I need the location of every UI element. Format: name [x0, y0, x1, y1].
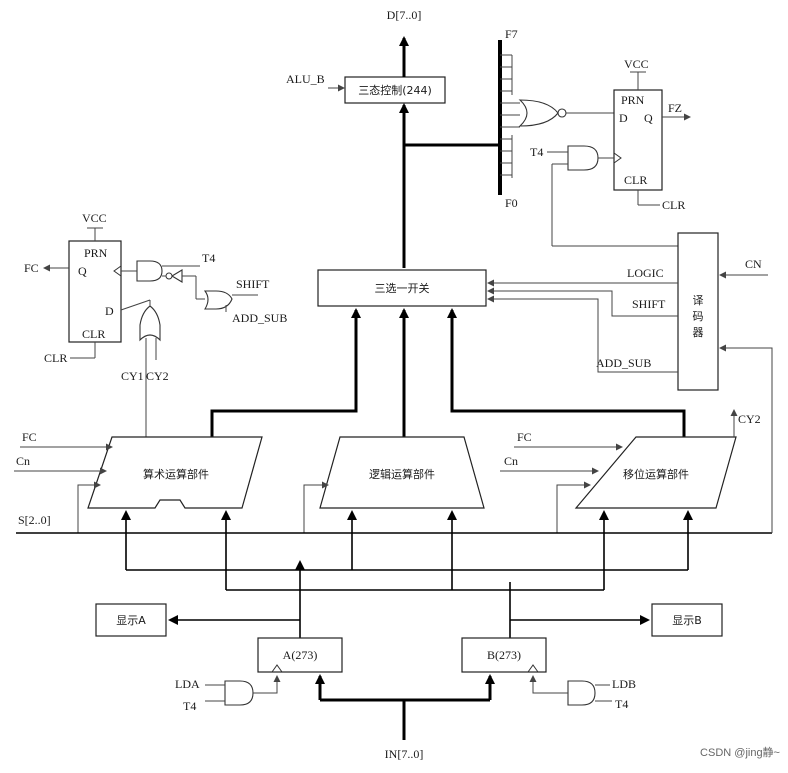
operand-distribution [121, 510, 693, 638]
t4-left-label: T4 [202, 251, 215, 265]
display-a-label: 显示A [116, 614, 146, 627]
prn-left-label: PRN [84, 246, 108, 260]
clr-left-box-label: CLR [82, 327, 105, 341]
or-gate-carry [139, 305, 161, 342]
cn-in-c-label: Cn [504, 454, 518, 468]
svg-text:码: 码 [693, 310, 704, 323]
and-gate-ldb [567, 680, 596, 706]
nor-gate [518, 99, 559, 127]
arith-unit-label: 算术运算部件 [143, 467, 209, 481]
mux-block: 三选一开关 [317, 269, 487, 307]
t4-a-label: T4 [183, 699, 196, 713]
fc-out-label: FC [24, 261, 39, 275]
cy2-left-label: CY2 [146, 369, 169, 383]
watermark: CSDN @jing静~ [700, 745, 780, 759]
fz-label: FZ [668, 101, 682, 115]
s-bus-label: S[2..0] [18, 513, 51, 527]
lda-label: LDA [175, 677, 200, 691]
q-left-label: Q [78, 264, 87, 278]
shift-right-label: SHIFT [632, 297, 666, 311]
t4-top-label: T4 [530, 145, 543, 159]
arith-unit-block [87, 436, 263, 509]
alu-b-label: ALU_B [286, 72, 325, 86]
flag-bit-bus [498, 40, 520, 195]
carry-flag-flipflop: PRN Q D CLR [68, 240, 122, 343]
shift-unit-block [574, 436, 737, 509]
d-right-label: D [619, 111, 628, 125]
ldb-label: LDB [612, 677, 636, 691]
and-gate-lda [224, 680, 254, 706]
vcc-right-label: VCC [624, 57, 649, 71]
logic-label: LOGIC [627, 266, 664, 280]
display-b-block: 显示B [651, 603, 723, 637]
cy1-label: CY1 [121, 369, 144, 383]
add-sub-wire [487, 295, 678, 373]
nor-bubble [557, 108, 567, 118]
svg-text:译: 译 [693, 294, 704, 307]
svg-text:器: 器 [693, 326, 704, 339]
cn-in-a-label: Cn [16, 454, 30, 468]
register-b-block: B(273) [461, 637, 547, 673]
clr-left-in-label: CLR [44, 351, 67, 365]
fc-in-a-label: FC [22, 430, 37, 444]
shift-unit-label: 移位运算部件 [623, 467, 689, 481]
and-gate-carry-clock [136, 260, 163, 282]
add-sub-left-label: ADD_SUB [232, 311, 287, 325]
display-a-block: 显示A [95, 603, 167, 637]
cn-label: CN [745, 257, 762, 271]
inverter [170, 269, 183, 283]
display-b-label: 显示B [672, 614, 702, 627]
fc-in-c-label: FC [517, 430, 532, 444]
q-right-label: Q [644, 111, 653, 125]
d-left-label: D [105, 304, 114, 318]
register-a-label: A(273) [283, 648, 318, 662]
decoder-block: 译 码 器 [677, 232, 719, 391]
tristate-label: 三态控制(244) [358, 83, 432, 97]
shift-wire [487, 287, 678, 317]
mux-label: 三选一开关 [375, 281, 430, 295]
register-a-block: A(273) [257, 637, 343, 673]
clr-right-in-label: CLR [662, 198, 685, 212]
register-b-label: B(273) [487, 648, 521, 662]
clr-right-box-label: CLR [624, 173, 647, 187]
cy2-right-label: CY2 [738, 412, 761, 426]
t4-b-label: T4 [615, 697, 628, 711]
or-gate-shift-addsub [203, 290, 233, 310]
arith-to-mux-bus [210, 308, 361, 437]
and-gate-zero-clock [567, 145, 599, 171]
shift-to-mux-bus [447, 308, 686, 437]
d-bus-label: D[7..0] [387, 8, 422, 22]
in-bus-label: IN[7..0] [385, 747, 424, 761]
f7-label: F7 [505, 27, 518, 41]
zero-flag-flipflop: PRN D Q CLR [613, 89, 663, 191]
s-to-decoder-wire [719, 344, 773, 533]
shift-left-label: SHIFT [236, 277, 270, 291]
f0-label: F0 [505, 196, 518, 210]
tristate-block: 三态控制(244) [344, 76, 446, 104]
vcc-left-label: VCC [82, 211, 107, 225]
prn-right-label: PRN [621, 93, 645, 107]
add-sub-right-label: ADD_SUB [596, 356, 651, 370]
logic-unit-label: 逻辑运算部件 [369, 467, 435, 481]
